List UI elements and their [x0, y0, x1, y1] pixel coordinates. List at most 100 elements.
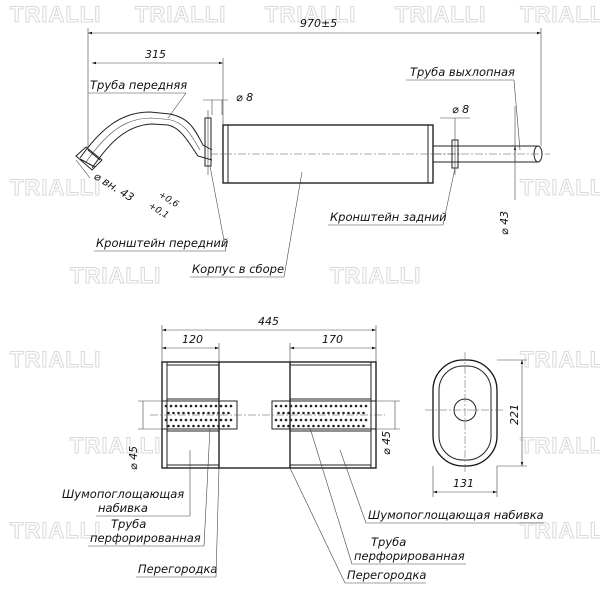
perforation-hole: [284, 404, 288, 408]
perforation-hole: [289, 404, 293, 408]
perforation-hole: [319, 404, 323, 408]
perforation-hole: [364, 418, 368, 422]
tail-pipe: [433, 145, 550, 163]
dim-section-left-text: 120: [182, 333, 203, 346]
perforation-hole: [229, 418, 233, 422]
perforation-hole: [219, 404, 223, 408]
perforation-hole: [362, 424, 365, 428]
perforation-hole: [282, 424, 285, 428]
perforation-hole: [197, 411, 200, 415]
perforation-hole: [287, 424, 290, 428]
perforation-hole: [219, 418, 223, 422]
perforation-hole: [329, 418, 333, 422]
perforation-hole: [294, 404, 298, 408]
callout-absorbent-left: Шумопоглощающая набивка: [62, 450, 191, 517]
perforation-hole: [169, 418, 173, 422]
dim-front-length-text: 315: [145, 48, 166, 61]
perforation-hole: [299, 418, 303, 422]
perforation-hole: [209, 418, 213, 422]
perforation-hole: [337, 411, 340, 415]
perforation-hole: [279, 404, 283, 408]
perforation-hole: [277, 424, 280, 428]
perforation-hole: [187, 424, 190, 428]
perforation-hole: [334, 418, 338, 422]
perforation-hole: [292, 424, 295, 428]
perforation-hole: [299, 404, 303, 408]
perforation-hole: [339, 404, 343, 408]
watermark: TRIALLI: [265, 2, 356, 27]
perforation-hole: [174, 418, 178, 422]
perforation-hole: [354, 404, 358, 408]
absorbent-block: [289, 430, 372, 466]
dim-section-length-text: 445: [258, 315, 279, 328]
perforation-hole: [352, 424, 355, 428]
perforation-hole: [342, 424, 345, 428]
perforation-hole: [354, 418, 358, 422]
perforation-hole: [222, 424, 225, 428]
absorbent-block: [166, 430, 220, 466]
perforation-hole: [224, 418, 228, 422]
perforation-hole: [344, 418, 348, 422]
perforation-hole: [364, 404, 368, 408]
perforation-hole: [204, 418, 208, 422]
label-perf-pipe-right-2: перфорированная: [354, 549, 465, 563]
perforation-hole: [277, 411, 280, 415]
watermark: TRIALLI: [10, 2, 101, 27]
callout-front-pipe: Труба передняя: [88, 78, 187, 119]
perforation-hole: [297, 411, 300, 415]
dim-section-left: 120: [162, 333, 220, 362]
dim-bracket-front-text: ⌀ 8: [236, 91, 253, 104]
label-baffle-right: Перегородка: [347, 568, 426, 582]
perforation-hole: [344, 404, 348, 408]
perforation-hole: [327, 424, 330, 428]
watermark: TRIALLI: [10, 347, 101, 372]
label-tail-pipe: Труба выхлопная: [410, 65, 515, 79]
perforation-hole: [179, 404, 183, 408]
perforation-hole: [274, 418, 278, 422]
watermark: TRIALLI: [135, 2, 226, 27]
watermark: TRIALLI: [10, 518, 101, 543]
perforation-hole: [172, 424, 175, 428]
dim-bracket-rear-text: ⌀ 8: [452, 103, 469, 116]
perforation-hole: [174, 404, 178, 408]
watermark: TRIALLI: [520, 347, 600, 372]
watermark: TRIALLI: [70, 433, 161, 458]
label-perf-pipe-left-2: перфорированная: [90, 531, 201, 545]
callout-absorbent-right: Шумопоглощающая набивка: [339, 449, 544, 524]
perforation-hole: [319, 418, 323, 422]
perforation-hole: [337, 424, 340, 428]
callout-tail-pipe: Труба выхлопная: [406, 65, 521, 151]
perforation-hole: [309, 404, 313, 408]
label-baffle-left: Перегородка: [138, 562, 217, 576]
callout-baffle-right: Перегородка: [289, 467, 426, 584]
watermark: TRIALLI: [10, 175, 101, 200]
watermark: TRIALLI: [395, 2, 486, 27]
muffler-body: [210, 124, 460, 184]
perforation-hole: [192, 411, 195, 415]
perforation-hole: [314, 418, 318, 422]
perforation-hole: [227, 424, 230, 428]
dim-total-length-text: 970±5: [300, 17, 337, 30]
perforation-hole: [207, 424, 210, 428]
perforation-hole: [227, 411, 230, 415]
perforation-hole: [314, 404, 318, 408]
dim-pipe-left: ⌀ 45: [127, 400, 162, 470]
perforation-hole: [307, 411, 310, 415]
perforation-hole: [167, 424, 170, 428]
label-front-pipe: Труба передняя: [90, 78, 187, 92]
perforation-hole: [167, 411, 170, 415]
perforation-hole: [184, 418, 188, 422]
perforation-hole: [192, 424, 195, 428]
perforation-hole: [359, 404, 363, 408]
perforation-hole: [347, 424, 350, 428]
rear-bracket: ⌀ 8: [440, 103, 470, 175]
perforation-hole: [312, 411, 315, 415]
perforation-hole: [279, 418, 283, 422]
perforation-hole: [212, 411, 215, 415]
perforation-hole: [342, 411, 345, 415]
perforation-hole: [199, 404, 203, 408]
perforation-hole: [287, 411, 290, 415]
perforation-hole: [202, 424, 205, 428]
watermark: TRIALLI: [520, 2, 600, 27]
